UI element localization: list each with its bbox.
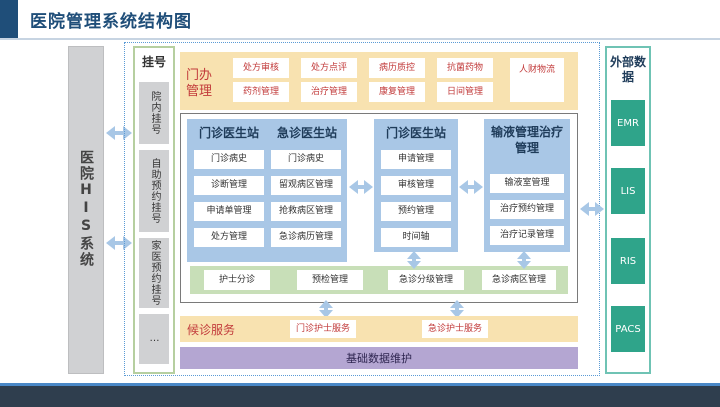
waiting-service-item: 急诊护士服务 xyxy=(422,320,488,338)
workstation-item: 留观病区管理 xyxy=(271,176,341,195)
workstation-title: 门诊医生站 xyxy=(385,126,446,140)
outpatient-tag: 日间管理 xyxy=(437,82,493,102)
vertical-link-arrow xyxy=(319,300,333,318)
outpatient-tag: 抗菌药物 xyxy=(437,58,493,78)
registration-item-inhospital: 院内挂号 xyxy=(139,82,169,144)
vertical-link-arrow xyxy=(517,251,531,269)
vertical-link-arrow xyxy=(450,300,464,318)
workstation-item: 治疗记录管理 xyxy=(490,226,564,245)
workstation-item: 审核管理 xyxy=(381,176,451,195)
base-data-band xyxy=(180,347,578,369)
registration-item-family-doctor: 家医预约挂号 xyxy=(139,238,169,308)
workstation-item: 预约管理 xyxy=(381,202,451,221)
outpatient-tag: 人财物流 xyxy=(510,58,564,102)
registration-title: 挂号 xyxy=(141,55,166,69)
nurse-item: 护士分诊 xyxy=(204,270,270,290)
his-registration-arrow-bottom xyxy=(106,236,132,250)
outpatient-management-title: 门办管理 xyxy=(186,68,213,99)
footer-accent xyxy=(0,383,720,386)
workstation-title: 门诊医生站 xyxy=(198,126,259,140)
workstation-item: 申请单管理 xyxy=(194,202,264,221)
his-registration-arrow-top xyxy=(106,126,132,140)
workstation-link-arrow xyxy=(459,180,483,194)
waiting-service-band xyxy=(180,316,578,342)
workstation-title: 输液管理治疗管理 xyxy=(490,125,563,155)
title-accent xyxy=(0,0,18,40)
vertical-link-arrow xyxy=(407,251,421,269)
workstation-item: 输液室管理 xyxy=(490,174,564,193)
nurse-item: 急诊分级管理 xyxy=(388,270,464,290)
external-item-pacs: PACS xyxy=(611,306,645,352)
outpatient-tag: 处方审核 xyxy=(233,58,289,78)
external-item-emr: EMR xyxy=(611,100,645,146)
waiting-service-item: 门诊护士服务 xyxy=(290,320,356,338)
external-item-ris: RIS xyxy=(611,238,645,284)
workstation-item: 治疗预约管理 xyxy=(490,200,564,219)
page-title: 医院管理系统结构图 xyxy=(30,12,192,32)
external-item-lis: LIS xyxy=(611,168,645,214)
outpatient-tag: 治疗管理 xyxy=(301,82,357,102)
outpatient-tag: 处方点评 xyxy=(301,58,357,78)
workstation-item: 时间轴 xyxy=(381,228,451,247)
workstation-title: 急诊医生站 xyxy=(276,126,337,140)
workstation-item: 门诊病史 xyxy=(271,150,341,169)
nurse-item: 预检管理 xyxy=(297,270,363,290)
workstation-item: 诊断管理 xyxy=(194,176,264,195)
workstation-item: 申请管理 xyxy=(381,150,451,169)
workstation-item: 抢救病区管理 xyxy=(271,202,341,221)
workstation-item: 门诊病史 xyxy=(194,150,264,169)
his-system-block xyxy=(68,46,104,374)
registration-item-more: … xyxy=(139,314,169,364)
registration-item-self-service: 自助预约挂号 xyxy=(139,150,169,232)
nurse-item: 急诊病区管理 xyxy=(482,270,556,290)
outpatient-tag: 药剂管理 xyxy=(233,82,289,102)
waiting-service-title: 候诊服务 xyxy=(187,323,236,337)
title-divider xyxy=(0,38,720,40)
base-data-label: 基础数据维护 xyxy=(346,352,412,365)
outpatient-tag: 病历质控 xyxy=(369,58,425,78)
footer-bar xyxy=(0,383,720,407)
outpatient-tag: 康复管理 xyxy=(369,82,425,102)
external-data-arrow xyxy=(580,202,604,216)
workstation-item: 急诊病历管理 xyxy=(271,228,341,247)
workstation-item: 处方管理 xyxy=(194,228,264,247)
his-system-label: 医院HIS系统 xyxy=(78,150,94,268)
workstation-link-arrow xyxy=(349,180,373,194)
external-data-title: 外部数据 xyxy=(609,55,646,84)
